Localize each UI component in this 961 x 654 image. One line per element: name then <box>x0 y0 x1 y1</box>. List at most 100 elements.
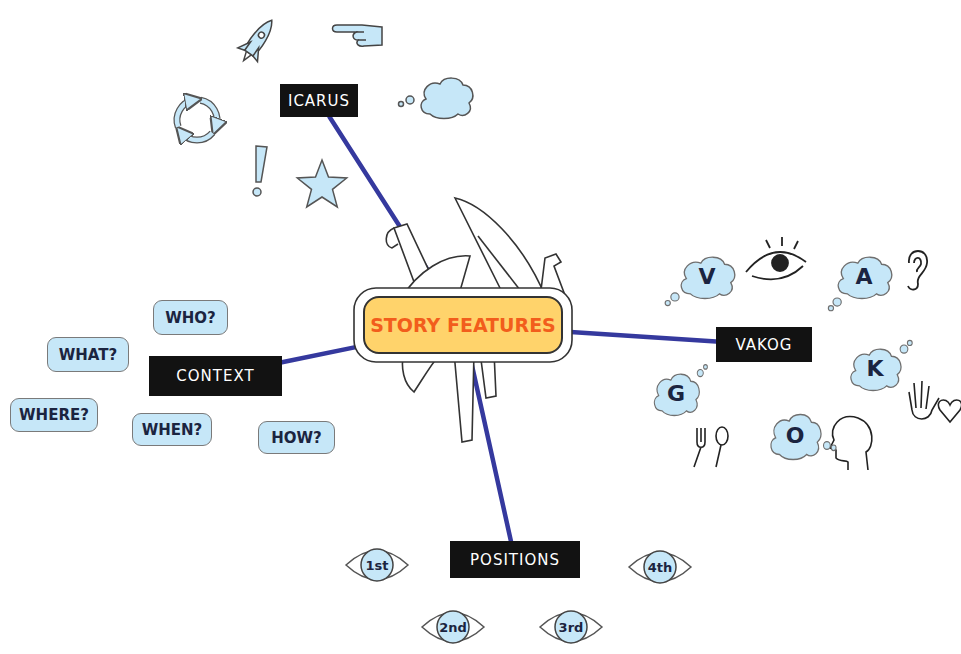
thought-cloud-icon <box>399 78 473 118</box>
node-label: V <box>698 264 715 289</box>
question-bubble: HOW? <box>258 421 335 454</box>
fork-spoon-icon <box>694 427 728 467</box>
cloud-tail <box>831 445 836 451</box>
cloud-tail <box>828 306 833 311</box>
eye-iris <box>644 551 676 583</box>
eye-iris <box>555 611 587 643</box>
rocket-icon <box>257 31 265 39</box>
fork-spoon-icon <box>716 445 721 467</box>
eye-icon <box>746 237 806 279</box>
thought-cloud-icon <box>399 102 404 107</box>
pocket-knife <box>386 228 398 248</box>
center-handle: STORY FEATURES <box>363 296 563 354</box>
cloud-outline <box>771 415 821 460</box>
branch-box: CONTEXT <box>149 356 282 396</box>
question-bubble: WHO? <box>153 300 228 335</box>
fork-spoon-icon <box>716 427 728 445</box>
pointing-hand-icon <box>356 32 366 40</box>
rocket-icon <box>243 16 277 57</box>
pocket-knife <box>454 352 474 442</box>
node-label: K <box>866 356 883 381</box>
cloud-tail <box>704 365 708 369</box>
branch-connector <box>282 346 363 363</box>
eye-position: 3rd <box>538 604 604 650</box>
ear-icon <box>914 258 921 272</box>
node-label: A <box>855 264 872 289</box>
rocket-icon <box>238 38 251 52</box>
connector-layer <box>282 117 716 541</box>
exclamation-icon <box>256 146 267 182</box>
cycle-icon <box>201 100 217 127</box>
thought-bubble: A <box>833 253 895 299</box>
node-label: STORY FEATURES <box>370 314 556 336</box>
node-label: CONTEXT <box>176 367 254 385</box>
node-label: 2nd <box>439 620 467 635</box>
hand-heart-icon <box>938 400 961 422</box>
node-label: HOW? <box>271 429 322 447</box>
node-label: ICARUS <box>288 92 350 110</box>
node-label: POSITIONS <box>470 551 560 569</box>
exclamation-icon <box>253 146 267 196</box>
cycle-icon <box>177 100 217 140</box>
node-label: WHERE? <box>19 406 89 424</box>
node-label: 3rd <box>559 620 584 635</box>
thought-cloud-icon <box>406 96 414 104</box>
rocket-icon <box>234 13 282 67</box>
head-icon <box>830 417 872 470</box>
cloud-tail <box>907 340 912 345</box>
hand-heart-icon <box>909 381 961 422</box>
cloud-outline <box>654 374 699 415</box>
branch-box: VAKOG <box>716 327 812 362</box>
pointing-hand-icon <box>333 25 383 46</box>
rocket-icon <box>252 48 265 62</box>
cycle-icon <box>177 100 193 127</box>
cloud-tail <box>833 298 841 306</box>
thought-bubble: G <box>650 370 702 416</box>
cloud-outline <box>681 257 734 298</box>
cloud-outline <box>851 349 901 390</box>
hand-heart-icon <box>909 381 939 419</box>
cloud-outline <box>838 257 891 298</box>
eye-iris <box>361 549 393 581</box>
node-label: VAKOG <box>735 336 792 354</box>
branch-box: POSITIONS <box>450 541 580 578</box>
question-bubble: WHAT? <box>47 337 129 372</box>
pointing-hand-icon <box>333 25 383 46</box>
cloud-tail <box>697 369 703 376</box>
cycle-icon <box>182 133 213 140</box>
node-label: G <box>667 381 685 406</box>
node-label: O <box>786 423 805 448</box>
head-icon <box>830 417 872 470</box>
ear-icon <box>908 251 927 290</box>
pocket-knife <box>354 198 572 442</box>
branch-box: ICARUS <box>280 84 358 117</box>
node-label: WHO? <box>165 309 216 327</box>
star-icon <box>297 160 346 207</box>
pocket-knife <box>478 236 520 290</box>
cloud-tail <box>900 345 908 353</box>
eye-position: 4th <box>627 544 693 590</box>
eye-icon <box>766 237 798 249</box>
cloud-tail <box>824 442 831 450</box>
rocket-icon <box>241 51 251 62</box>
eye-position: 2nd <box>420 604 486 650</box>
node-label: WHEN? <box>142 421 203 439</box>
node-label: WHAT? <box>59 346 117 364</box>
question-bubble: WHEN? <box>132 413 212 446</box>
eye-iris <box>437 611 469 643</box>
node-label: 4th <box>648 560 673 575</box>
pocket-knife <box>354 288 572 362</box>
thought-cloud-icon <box>421 78 473 118</box>
eye-position: 1st <box>344 542 410 588</box>
cycle-icon <box>182 133 213 140</box>
fork-spoon-icon <box>694 428 705 467</box>
cycle-icon <box>177 100 193 127</box>
pocket-knife <box>455 198 546 298</box>
exclamation-icon <box>253 188 261 196</box>
ear-icon <box>908 251 927 290</box>
thought-bubble: O <box>766 410 824 460</box>
eye-icon <box>746 252 806 272</box>
branch-connector <box>563 331 716 341</box>
cycle-icon <box>201 100 217 127</box>
